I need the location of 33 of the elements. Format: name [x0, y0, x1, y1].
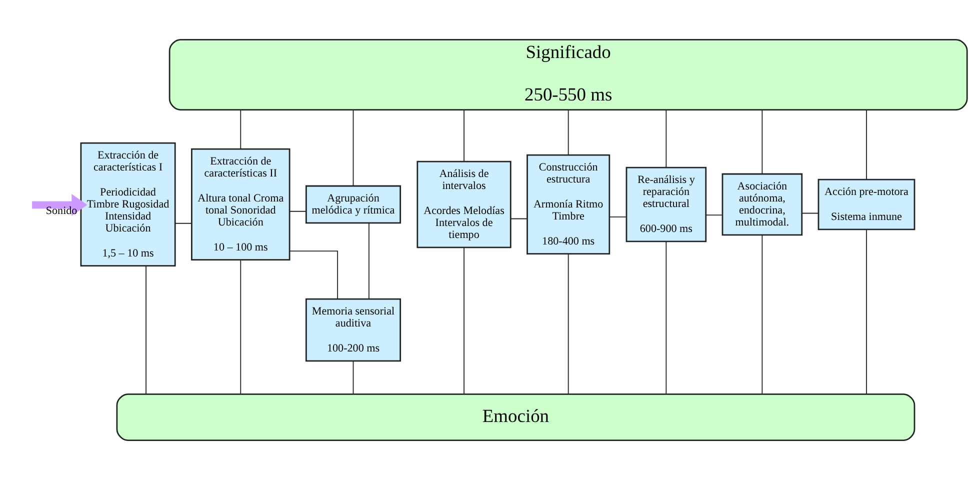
connector [666, 240, 667, 394]
connector [762, 234, 763, 394]
node-box: Extracción de características II Altura tonal Croma tonal Sonoridad Ubicación 10 – 100 ms [191, 148, 290, 260]
arrow [32, 193, 88, 216]
connector [706, 214, 723, 216]
connector [368, 222, 370, 299]
node-box: Asociación autónoma, endocrina, multimodal. [722, 172, 803, 236]
connector [801, 212, 819, 214]
node-box: Agrupación melódica y rítmica [305, 184, 402, 224]
edge-label: Sonido [46, 204, 78, 216]
node-box: Extracción de características I Periodicidad Timbre Rugosidad Intensidad Ubicación 1,5 – 10 ms [80, 142, 176, 266]
connector [352, 360, 354, 394]
connector [289, 210, 307, 212]
node-box: Re-análisis y reparación estructural 600-900 ms [626, 166, 707, 242]
connector [762, 108, 763, 174]
node-box: Significado 250-550 ms [168, 38, 968, 110]
connector [609, 216, 627, 217]
connector [352, 108, 354, 186]
connector [568, 253, 569, 394]
connector [174, 222, 192, 224]
node-box: Construcción estructura Armonía Ritmo Timbre 180-400 ms [526, 154, 610, 254]
connector [289, 250, 338, 299]
node-box: Memoria sensorial auditiva 100-200 ms [305, 298, 402, 362]
connector [666, 108, 667, 168]
connector [866, 228, 867, 394]
connector [240, 259, 242, 394]
node-box: Análisis de intervalos Acordes Melodías Intervalos de tiempo [416, 160, 512, 248]
connector [568, 108, 569, 155]
connector [510, 218, 528, 219]
connector [240, 108, 242, 150]
node-box: Acción pre-motora Sistema inmune [818, 178, 916, 230]
node-box: Emoción [116, 392, 916, 440]
connector [866, 108, 867, 180]
